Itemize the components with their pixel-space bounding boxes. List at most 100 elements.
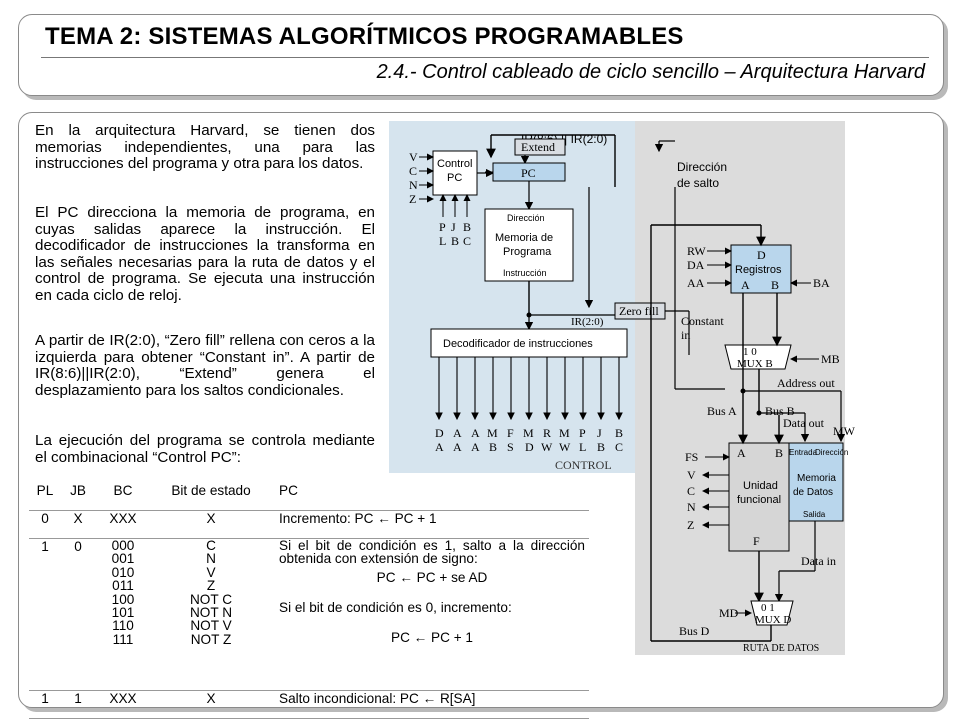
signal-pl-2: L bbox=[579, 440, 586, 454]
fu-input-fs: FS bbox=[685, 450, 698, 464]
cell-pl: 1 bbox=[41, 539, 49, 554]
branch-condition-text: Si el bit de condición es 1, salto a la … bbox=[279, 538, 585, 567]
bc-code: 000 bbox=[111, 538, 135, 553]
fu-input-z: Z bbox=[687, 518, 694, 532]
paragraph-pc: El PC direcciona la memoria de programa,… bbox=[35, 204, 375, 304]
register-d-label: D bbox=[757, 248, 766, 262]
table-row: 1 1 XXX X Salto incondicional: PC ← R[SA… bbox=[29, 691, 589, 719]
functional-unit-box bbox=[728, 442, 790, 552]
signal-ba-1: A bbox=[471, 426, 480, 440]
data-memory-address: Dirección bbox=[815, 448, 848, 457]
header-bc: BC bbox=[113, 483, 133, 498]
cell-bc: XXX bbox=[109, 691, 137, 706]
datapath-background bbox=[635, 121, 845, 655]
pc-label: PC bbox=[521, 166, 536, 180]
table-row: 1 0 000 001 010 011 100 101 110 111 C N … bbox=[29, 538, 589, 691]
bus-a-label: Bus A bbox=[707, 404, 737, 418]
bc-code: 110 bbox=[112, 618, 134, 634]
signal-fs-1: F bbox=[507, 426, 514, 440]
program-memory-name-2: Programa bbox=[503, 246, 552, 258]
data-memory-output: Salida bbox=[803, 510, 826, 519]
mw-label: MW bbox=[833, 424, 856, 438]
cell-pl: 0 bbox=[41, 511, 49, 526]
cell-pc: Incremento: PC ← PC + 1 bbox=[279, 511, 437, 526]
extend-box bbox=[514, 138, 566, 156]
paragraph-control-pc: La ejecución del programa se controla me… bbox=[35, 432, 375, 466]
ctrl-input-j: J bbox=[451, 220, 456, 234]
branch-address-label-2: de salto bbox=[677, 176, 719, 190]
control-pc-label-2: PC bbox=[447, 172, 462, 184]
cell-bc-list: 000 001 010 011 100 101 110 111 bbox=[95, 538, 151, 646]
signal-aa-1: A bbox=[453, 426, 462, 440]
signal-fs-2: S bbox=[507, 440, 514, 454]
register-b-label: B bbox=[771, 278, 779, 292]
input-z: Z bbox=[409, 192, 416, 206]
slide-subtitle: 2.4.- Control cableado de ciclo sencillo… bbox=[376, 61, 925, 83]
increment-condition-text: Si el bit de condición es 0, incremento: bbox=[279, 599, 512, 615]
ctrl-input-b: B bbox=[463, 220, 471, 234]
ir-low-label: IR(2:0) bbox=[571, 316, 604, 328]
bc-code: 001 bbox=[111, 551, 135, 567]
status-bit: Z bbox=[206, 578, 216, 594]
signal-rw-2: W bbox=[541, 440, 553, 454]
mux-b-inputs: 1 0 bbox=[743, 346, 757, 358]
register-a-label: A bbox=[741, 278, 750, 292]
bc-code: 100 bbox=[111, 591, 135, 607]
signal-mb-1: M bbox=[487, 426, 498, 440]
header-status-bit: Bit de estado bbox=[171, 483, 251, 498]
data-memory-input: Entrada bbox=[789, 448, 818, 457]
signal-jb-1: J bbox=[597, 426, 602, 440]
cell-status-bit-list: C N V Z NOT C NOT N NOT V NOT Z bbox=[155, 538, 267, 646]
control-pc-box bbox=[432, 150, 478, 196]
signal-mw-2: W bbox=[559, 440, 571, 454]
input-c: C bbox=[409, 164, 417, 178]
data-memory-box bbox=[786, 442, 844, 522]
cell-status-bit: X bbox=[206, 691, 216, 706]
signal-md-2: D bbox=[525, 440, 534, 454]
title-divider bbox=[41, 57, 929, 58]
control-section-label: CONTROL bbox=[555, 458, 612, 472]
datapath-label: RUTA DE DATOS bbox=[743, 643, 819, 654]
fu-name-1: Unidad bbox=[743, 480, 778, 492]
extend-label: Extend bbox=[521, 140, 555, 154]
signal-bc-2: C bbox=[615, 440, 623, 454]
ctrl-input-c: C bbox=[463, 234, 471, 248]
table-row: 0 X XXX X Incremento: PC ← PC + 1 bbox=[29, 511, 589, 539]
ctrl-input-l: L bbox=[439, 234, 446, 248]
signal-pl-1: P bbox=[579, 426, 586, 440]
program-memory-box bbox=[484, 208, 574, 282]
mux-d-label: MUX D bbox=[755, 614, 791, 626]
ctrl-input-b2: B bbox=[451, 234, 459, 248]
mux-b-select: MB bbox=[821, 352, 840, 366]
ctrl-input-p: P bbox=[439, 220, 446, 234]
data-in-label: Data in bbox=[801, 554, 836, 568]
header-panel: TEMA 2: SISTEMAS ALGORÍTMICOS PROGRAMABL… bbox=[18, 14, 944, 96]
reg-input-rw: RW bbox=[687, 244, 706, 258]
fu-a-label: A bbox=[737, 446, 746, 460]
program-memory-name-1: Memoria de bbox=[495, 232, 553, 244]
signal-rw-1: R bbox=[543, 426, 551, 440]
bus-b-label: Bus B bbox=[765, 404, 795, 418]
cell-jb: X bbox=[73, 511, 83, 526]
register-file-box bbox=[730, 244, 792, 294]
program-memory-output: Instrucción bbox=[503, 268, 547, 278]
data-memory-name-1: Memoria bbox=[797, 473, 836, 484]
signal-jb-2: B bbox=[597, 440, 605, 454]
signal-ba-2: A bbox=[471, 440, 480, 454]
cell-jb: 1 bbox=[74, 691, 82, 706]
signal-aa-2: A bbox=[453, 440, 462, 454]
fu-input-n: N bbox=[687, 500, 696, 514]
cell-bc: XXX bbox=[109, 511, 137, 526]
cell-pl: 1 bbox=[41, 691, 49, 706]
reg-input-aa: AA bbox=[687, 276, 705, 290]
mux-b-label: MUX B bbox=[737, 358, 773, 370]
table-header-row: PL JB BC Bit de estado PC bbox=[29, 483, 589, 511]
status-bit: NOT N bbox=[189, 605, 233, 621]
paragraph-harvard: En la arquitectura Harvard, se tienen do… bbox=[35, 122, 375, 173]
fu-f-label: F bbox=[753, 534, 760, 548]
control-pc-label-1: Control bbox=[437, 158, 472, 170]
header-jb: JB bbox=[70, 483, 86, 498]
fu-name-2: funcional bbox=[737, 494, 781, 506]
cell-status-bit: X bbox=[206, 511, 216, 526]
data-out-label: Data out bbox=[783, 416, 825, 430]
